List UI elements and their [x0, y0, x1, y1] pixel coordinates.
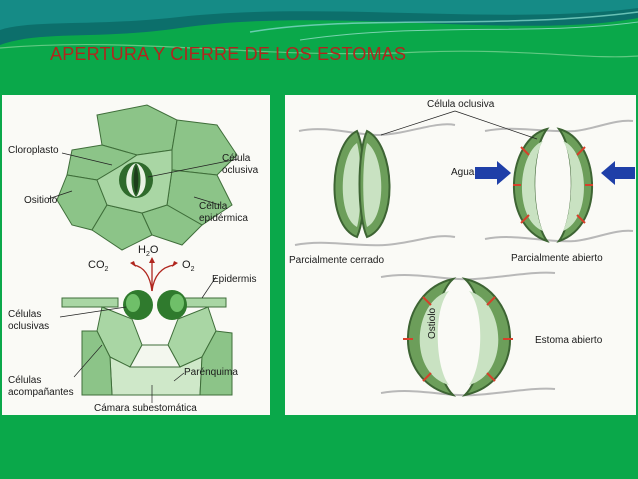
label-celula-oclusiva-2: oclusiva	[222, 165, 259, 176]
stoma-partially-closed	[333, 129, 391, 239]
left-diagram-panel: Cloroplasto Ositiolo Célula oclusiva Cél…	[2, 95, 270, 415]
label-celula-epidermica-2: epidérmica	[199, 213, 248, 224]
label-celulas-oclusivas-2: oclusivas	[8, 321, 50, 332]
label-parcialmente-abierto: Parcialmente abierto	[511, 253, 603, 264]
label-co2: CO2	[88, 259, 109, 274]
label-o2: O2	[182, 259, 195, 274]
label-agua: Agua	[451, 167, 475, 178]
stoma-open	[403, 277, 513, 397]
label-camara-subestomatica: Cámara subestomática	[94, 403, 197, 414]
slide-title: APERTURA Y CIERRE DE LOS ESTOMAS	[50, 44, 407, 64]
water-arrows	[475, 161, 635, 185]
label-celulas-acompanantes-2: acompañantes	[8, 387, 74, 398]
label-celulas-acompanantes-1: Células	[8, 375, 42, 386]
label-celulas-oclusivas-1: Células	[8, 309, 42, 320]
guard-cells-top	[119, 162, 153, 198]
label-celula-oclusiva-1: Célula	[222, 153, 251, 164]
label-h2o: H2O	[138, 244, 159, 259]
stoma-states-illustration	[294, 110, 635, 397]
label-celula-oclusiva: Célula oclusiva	[427, 99, 495, 110]
label-parenquima: Parénquima	[184, 367, 238, 378]
label-epidermis: Epidermis	[212, 274, 257, 285]
header-decoration	[0, 0, 638, 58]
label-ositiolo: Ositiolo	[24, 195, 58, 206]
stoma-cross-section-illustration	[61, 257, 233, 396]
right-diagram-panel: Célula oclusiva Agua Parcialmente cerrad…	[285, 95, 636, 415]
label-parcialmente-cerrado: Parcialmente cerrado	[289, 255, 385, 266]
label-celula-epidermica-1: Célula	[199, 201, 228, 212]
label-cloroplasto: Cloroplasto	[8, 145, 59, 156]
stoma-partially-open	[513, 127, 593, 243]
stoma-top-view-illustration	[47, 104, 239, 403]
label-ostiolo: Ostiolo	[427, 307, 438, 339]
label-estoma-abierto: Estoma abierto	[535, 335, 603, 346]
